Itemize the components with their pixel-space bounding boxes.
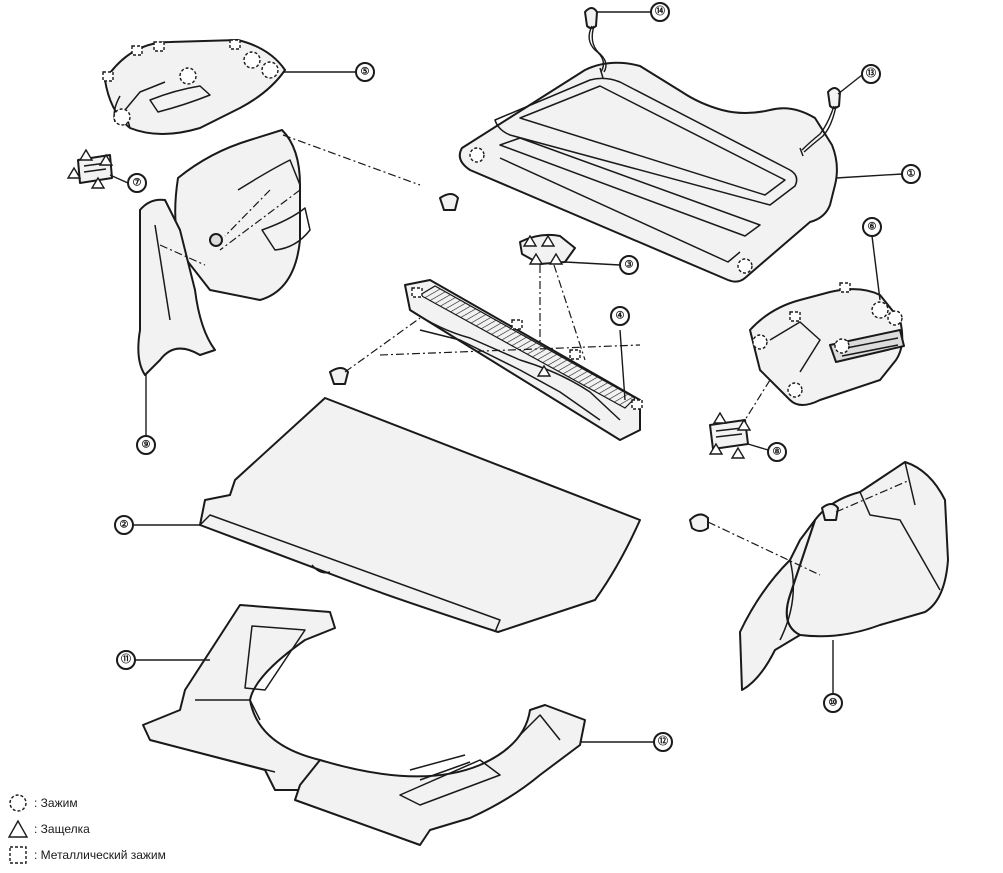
callout-2: ② xyxy=(114,515,134,535)
callout-14: ⑭ xyxy=(650,2,670,22)
legend-metal-clip-label: : Металлический зажим xyxy=(34,848,166,862)
svg-text:⑬: ⑬ xyxy=(866,67,876,80)
svg-text:⑤: ⑤ xyxy=(361,67,370,78)
svg-text:⑭: ⑭ xyxy=(655,5,665,18)
callout-9: ⑨ xyxy=(136,435,156,455)
right-side-dash-line xyxy=(707,479,911,576)
svg-text:⑥: ⑥ xyxy=(868,222,877,233)
right-trim-dash-line xyxy=(744,379,771,421)
left-side-trim xyxy=(137,129,459,376)
spare-cover-right xyxy=(294,704,586,846)
trunk-end-trim xyxy=(329,279,643,441)
callout-3: ③ xyxy=(619,255,639,275)
svg-text:②: ② xyxy=(120,520,129,531)
svg-text:⑪: ⑪ xyxy=(121,653,131,666)
triangle-icon xyxy=(7,819,29,838)
svg-text:④: ④ xyxy=(616,311,625,322)
svg-text:⑧: ⑧ xyxy=(773,447,782,458)
legend-metal-clip: : Металлический зажим xyxy=(6,842,266,868)
spare-cover-left xyxy=(142,604,336,791)
callout-11: ⑪ xyxy=(116,650,136,670)
legend-clip: : Зажим xyxy=(6,790,266,816)
legend-clip-label: : Зажим xyxy=(34,796,78,810)
center-latch-clip xyxy=(519,233,576,265)
svg-text:⑩: ⑩ xyxy=(829,698,838,709)
callout-12: ⑫ xyxy=(653,732,673,752)
tray-strap-left xyxy=(584,7,607,73)
left-latch xyxy=(66,148,114,189)
svg-text:③: ③ xyxy=(625,260,634,271)
callout-4: ④ xyxy=(610,306,630,326)
callout-10: ⑩ xyxy=(823,693,843,713)
callout-1: ① xyxy=(901,164,921,184)
callout-7: ⑦ xyxy=(127,173,147,193)
left-trim-dash-line xyxy=(159,134,421,266)
svg-text:⑨: ⑨ xyxy=(142,440,151,451)
legend-latch: : Защелка xyxy=(6,816,266,842)
dashed-square-icon xyxy=(9,846,27,864)
svg-text:⑦: ⑦ xyxy=(133,178,142,189)
legend-latch-label: : Защелка xyxy=(34,822,90,836)
callout-6: ⑥ xyxy=(862,217,882,237)
dashed-circle-icon xyxy=(9,794,27,812)
svg-text:①: ① xyxy=(907,169,916,180)
trunk-floor-mat xyxy=(199,397,641,633)
callout-5: ⑤ xyxy=(355,62,375,82)
leader-lines xyxy=(109,11,903,743)
right-side-trim xyxy=(689,461,949,691)
callout-13: ⑬ xyxy=(861,64,881,84)
right-upper-trim xyxy=(749,282,905,406)
svg-text:⑫: ⑫ xyxy=(658,735,668,748)
legend: : Зажим : Защелка : Металлический зажим xyxy=(6,790,266,868)
center-dash-line xyxy=(344,264,641,373)
upper-left-trim xyxy=(102,39,286,135)
callout-8: ⑧ xyxy=(767,442,787,462)
tray-strap-right xyxy=(801,87,841,153)
package-tray xyxy=(458,61,838,283)
right-latch xyxy=(708,411,752,459)
